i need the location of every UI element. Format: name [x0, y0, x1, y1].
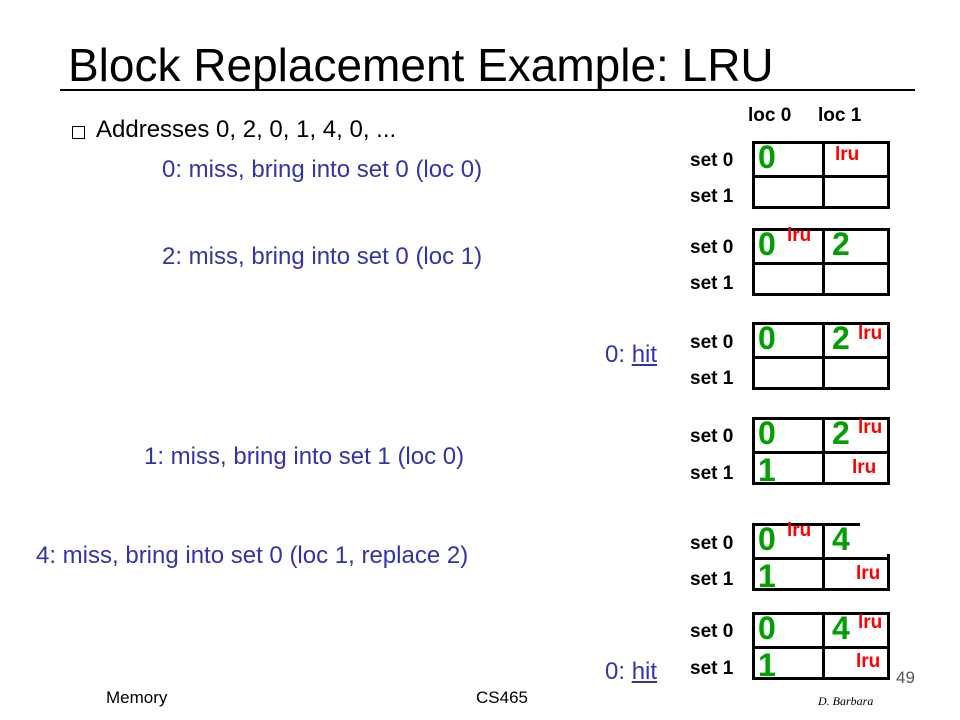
set-0-loc-0-value: 0 [758, 139, 776, 175]
page-title: Block Replacement Example: LRU [68, 39, 774, 91]
author-signature: D. Barbara [818, 694, 874, 708]
lru-marker: lru [787, 225, 812, 246]
step-3-text: 0: hit [605, 341, 657, 369]
set-0-label: set 0 [690, 237, 734, 258]
step-6-text: 0: hit [605, 658, 657, 686]
set-0-loc-1-value: 4 [832, 610, 850, 646]
lru-marker: lru [858, 612, 883, 633]
set-0-label: set 0 [690, 426, 734, 447]
step-1-text: 0: miss, bring into set 0 (loc 0) [162, 156, 483, 183]
page-number: 49 [896, 668, 915, 687]
lru-marker: lru [856, 563, 881, 584]
lru-marker: lru [852, 457, 877, 478]
set-1-label: set 1 [690, 186, 734, 207]
set-0-label: set 0 [690, 332, 734, 353]
set-1-label: set 1 [690, 463, 734, 484]
set-1-label: set 1 [690, 368, 734, 389]
lru-marker: lru [858, 323, 883, 344]
set-1-label: set 1 [690, 658, 734, 679]
lru-marker: lru [787, 520, 812, 541]
step-6-prefix: 0: [605, 658, 632, 685]
step-5-text: 4: miss, bring into set 0 (loc 1, replac… [36, 542, 469, 569]
step-4-text: 1: miss, bring into set 1 (loc 0) [144, 443, 465, 470]
set-0-loc-0-value: 0 [758, 226, 776, 262]
column-label-loc0: loc 0 [748, 105, 792, 126]
set-1-label: set 1 [690, 273, 734, 294]
footer-left: Memory [106, 688, 168, 707]
cache-grid [752, 322, 890, 390]
cache-grid [752, 612, 890, 680]
cache-grid [752, 417, 890, 485]
set-0-loc-0-value: 0 [758, 415, 776, 451]
step-2-text: 2: miss, bring into set 0 (loc 1) [162, 243, 483, 270]
set-0-loc-1-value: 4 [832, 521, 850, 557]
column-label-loc1: loc 1 [818, 105, 862, 126]
cache-grid [752, 141, 890, 209]
step-6-hit: hit [631, 658, 658, 685]
set-0-label: set 0 [690, 533, 734, 554]
set-0-loc-0-value: 0 [758, 521, 776, 557]
lru-marker: lru [858, 417, 883, 438]
set-0-label: set 0 [690, 621, 734, 642]
set-1-loc-0-value: 1 [758, 452, 776, 488]
lru-marker: lru [856, 651, 881, 672]
address-sequence: Addresses 0, 2, 0, 1, 4, 0, ... [96, 116, 397, 143]
set-0-loc-1-value: 2 [832, 415, 850, 451]
set-0-loc-0-value: 0 [758, 610, 776, 646]
lru-marker: lru [835, 144, 860, 165]
cache-grid [752, 228, 890, 296]
title-underline [60, 89, 915, 91]
set-1-loc-0-value: 1 [758, 647, 776, 683]
step-3-prefix: 0: [605, 341, 632, 368]
set-1-loc-0-value: 1 [758, 558, 776, 594]
set-0-label: set 0 [690, 150, 734, 171]
set-0-loc-0-value: 0 [758, 320, 776, 356]
footer-center: CS465 [476, 688, 528, 707]
cache-grid [752, 523, 890, 591]
set-0-loc-1-value: 2 [832, 226, 850, 262]
bullet-square-icon [72, 126, 85, 139]
step-3-hit: hit [631, 341, 658, 368]
set-0-loc-1-value: 2 [832, 320, 850, 356]
set-1-label: set 1 [690, 569, 734, 590]
